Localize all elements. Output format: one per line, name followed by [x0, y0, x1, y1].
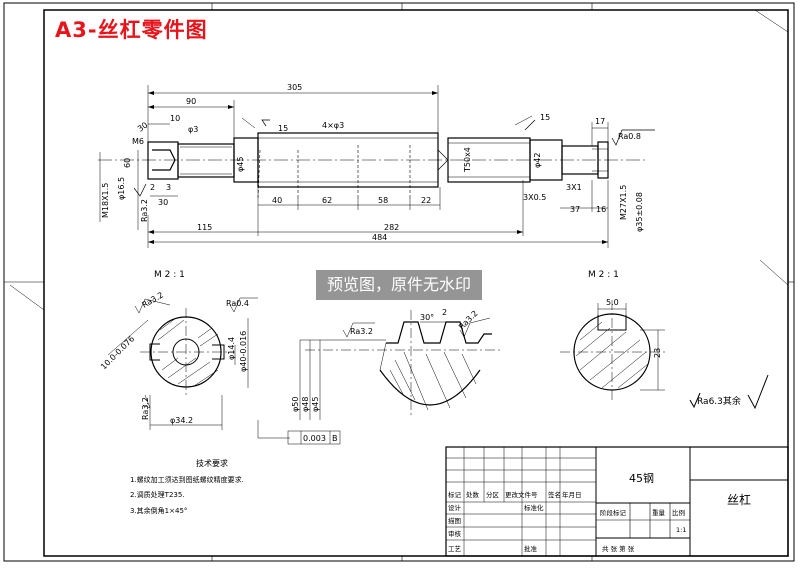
- dim-305: 305: [287, 83, 302, 92]
- scale-label-left: M 2 : 1: [154, 270, 185, 280]
- roughness-rest-symbol: [689, 374, 769, 410]
- dim-phi45: φ45: [236, 157, 245, 172]
- corner-marks: [9, 9, 789, 311]
- dim-62: 62: [322, 196, 332, 205]
- dim-10: 10: [170, 114, 180, 123]
- dim-23: 23: [653, 348, 662, 358]
- dim-30-deg: 30: [136, 120, 150, 133]
- shaft-main-view: [98, 119, 648, 199]
- drawing-title: A3-丝杠零件图: [55, 18, 208, 42]
- dim-30-length: 30: [158, 198, 168, 207]
- dim-16: 16: [596, 205, 606, 214]
- tb-scale-value: 1:1: [676, 526, 686, 534]
- tolerance-value: 0.003: [303, 434, 326, 443]
- tb-header-sign: 签名: [548, 490, 561, 499]
- roughness-rest: Ra6.3其余: [697, 395, 741, 407]
- dim-phi14-4: φ14.4: [227, 337, 236, 360]
- dim-phi45b: φ45: [311, 397, 320, 412]
- dim-15-left: 15: [278, 124, 288, 133]
- dim-phi34-2: φ34.2: [170, 416, 193, 425]
- key-section-view: [107, 297, 258, 430]
- dim-58: 58: [378, 196, 388, 205]
- dim-15-right: 15: [540, 113, 550, 122]
- dim-2: 2: [150, 183, 155, 192]
- dim-phi48: φ48: [301, 397, 310, 412]
- tb-scale: 比例: [672, 508, 685, 517]
- tb-header-mark: 标记: [448, 490, 462, 499]
- tb-weight: 重量: [652, 509, 666, 517]
- roughness-ra32-left: Ra3.2: [140, 199, 149, 222]
- tb-approve: 批准: [524, 544, 538, 553]
- chamfer-3x1: 3X1: [566, 183, 582, 192]
- dim-4xphi3: 4×φ3: [322, 121, 344, 130]
- dim-phi16-5: φ16.5: [117, 177, 126, 200]
- tb-header-doc: 更改文件号: [505, 490, 538, 499]
- roughness-ra04: Ra0.4: [226, 299, 249, 308]
- dim-phi35: φ35±0.08: [635, 192, 644, 232]
- dim-5-0: 5.0: [606, 298, 619, 307]
- notes-heading: 技术要求: [196, 458, 228, 468]
- tb-sheets: 共 张 第 张: [602, 544, 635, 553]
- dim-30deg: 30°: [420, 313, 434, 322]
- tb-header-date: 年月日: [562, 490, 582, 499]
- tb-stage: 阶段标记: [600, 508, 627, 517]
- dim-282: 282: [384, 223, 399, 232]
- chamfer-3x05: 3X0.5: [523, 193, 546, 202]
- dim-17: 17: [595, 117, 605, 126]
- main-dimension-lines: [99, 85, 609, 248]
- main-view-labels: 305 90 10 φ3 15 15 4×φ3 17 Ra0.8 M6 30 6…: [101, 83, 644, 242]
- roughness-ra08: Ra0.8: [618, 132, 641, 141]
- material: 45钢: [629, 472, 654, 485]
- tb-header-count: 处数: [466, 490, 480, 499]
- scale-label-right: M 2 : 1: [588, 270, 619, 280]
- tb-trace: 描图: [448, 516, 461, 525]
- dim-m6: M6: [132, 137, 144, 146]
- dim-22: 22: [421, 196, 431, 205]
- title-block-labels: 45钢 丝杠 标记 处数 分区 更改文件号 签名 年月日 设计 标准化 描图 审…: [448, 472, 751, 553]
- dim-phi3: φ3: [188, 125, 198, 134]
- thread-profile-view: [257, 310, 500, 445]
- technical-notes: 技术要求 1.螺纹加工须达到图纸螺纹精度要求. 2.调质处理T235. 3.其余…: [130, 458, 244, 515]
- dim-3: 3: [166, 183, 171, 192]
- dim-484: 484: [372, 233, 387, 242]
- tb-standard: 标准化: [524, 503, 544, 512]
- roughness-ra32-c: Ra3.2: [350, 327, 373, 336]
- dim-m18: M18X1.5: [101, 183, 110, 218]
- tb-design: 设计: [448, 503, 462, 512]
- frame-ticks: [4, 3, 794, 561]
- dim-phi42: φ42: [533, 153, 542, 168]
- roughness-ra32-d: Ra3.2: [457, 309, 480, 332]
- dim-115: 115: [197, 223, 212, 232]
- keyway-section-view: [560, 300, 665, 400]
- tb-process: 工艺: [448, 545, 462, 553]
- note-3: 3.其余倒角1×45°: [130, 506, 187, 515]
- thread-m27: M27X1.5: [619, 185, 628, 220]
- inner-frame: [43, 9, 789, 557]
- tb-header-zone: 分区: [486, 490, 500, 499]
- note-2: 2.调质处理T235.: [130, 490, 185, 499]
- dim-phi50: φ50: [291, 397, 300, 412]
- dimension-arrows: [148, 91, 608, 244]
- dim-37: 37: [570, 205, 580, 214]
- roughness-ra32-b: Ra3.2: [141, 397, 150, 420]
- note-1: 1.螺纹加工须达到图纸螺纹精度要求.: [130, 475, 244, 484]
- dim-60: 60: [123, 158, 132, 168]
- roughness-symbols: [133, 119, 655, 197]
- roughness-ra32-a: Ra3.2: [141, 290, 165, 309]
- thread-t50x4: T50x4: [463, 147, 472, 173]
- datum-letter: B: [332, 434, 338, 443]
- watermark-banner: 预览图，原件无水印: [316, 270, 482, 300]
- title-block: [445, 446, 789, 557]
- dim-keyway-10: 10.0-0.076: [99, 334, 136, 371]
- dim-phi40: φ40-0.016: [239, 331, 248, 372]
- tb-review: 审核: [448, 529, 462, 538]
- dim-40: 40: [272, 196, 282, 205]
- dim-2b: 2: [442, 308, 447, 317]
- dim-90: 90: [186, 97, 196, 106]
- part-name: 丝杠: [727, 492, 751, 507]
